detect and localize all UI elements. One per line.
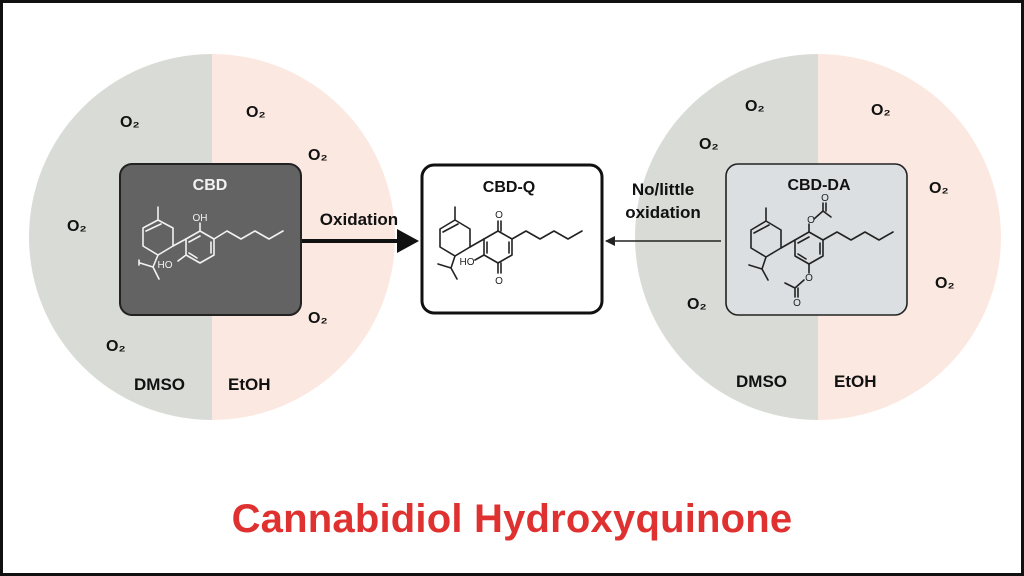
cbd-structure: OH HO xyxy=(138,206,284,280)
oxygen-label: O₂ xyxy=(929,180,949,197)
oxidation-label-2: oxidation xyxy=(625,203,701,222)
oxygen-label: O₂ xyxy=(308,147,328,164)
cbd-q-title: CBD-Q xyxy=(483,179,535,196)
solvent-label-etoh: EtOH xyxy=(228,375,271,394)
oxygen-label: O₂ xyxy=(106,338,126,355)
cbd-da-o-top-carbonyl-label: O xyxy=(821,193,829,204)
solvent-label-etoh: EtOH xyxy=(834,372,877,391)
cbd-q-ho-label: HO xyxy=(460,257,475,268)
cbd-ho-label: HO xyxy=(158,260,173,271)
solvent-label-dmso: DMSO xyxy=(134,375,185,394)
cbd-da-structure: O O O O xyxy=(748,193,894,309)
oxygen-label: O₂ xyxy=(687,296,707,313)
cbd-title: CBD xyxy=(193,177,228,194)
solvent-label-dmso: DMSO xyxy=(736,372,787,391)
cbd-da-box: CBD-DA O O O O xyxy=(725,163,908,316)
cbd-q-o-bottom-label: O xyxy=(495,276,503,287)
cbd-box: CBD OH HO xyxy=(119,163,302,316)
oxygen-label: O₂ xyxy=(67,218,87,235)
oxygen-label: O₂ xyxy=(935,275,955,292)
cbd-q-box: CBD-Q O O HO xyxy=(420,163,604,315)
cbd-box-background xyxy=(119,163,302,316)
oxygen-label: O₂ xyxy=(308,310,328,327)
oxygen-label: O₂ xyxy=(120,114,140,131)
no-little-label: No/little xyxy=(632,180,694,199)
right-oxygen-labels: O₂ O₂ O₂ O₂ O₂ O₂ xyxy=(687,98,955,313)
cbd-da-title: CBD-DA xyxy=(787,177,851,194)
oxygen-label: O₂ xyxy=(246,104,266,121)
no-oxidation-arrow: No/little oxidation xyxy=(605,180,721,246)
cbd-oh-label: OH xyxy=(193,213,208,224)
cbd-da-o-bottom-label: O xyxy=(805,273,813,284)
oxygen-label: O₂ xyxy=(745,98,765,115)
oxidation-label: Oxidation xyxy=(320,210,398,229)
cbd-q-structure: O O HO xyxy=(437,206,583,287)
cbd-q-o-top-label: O xyxy=(495,210,503,221)
oxygen-label: O₂ xyxy=(699,136,719,153)
oxidation-arrow: Oxidation xyxy=(302,210,419,253)
cbd-da-o-top-label: O xyxy=(807,215,815,226)
oxygen-label: O₂ xyxy=(871,102,891,119)
reaction-diagram: O₂ O₂ O₂ O₂ O₂ O₂ DMSO EtOH CBD xyxy=(29,54,1001,420)
cbd-da-o-bottom-carbonyl-label: O xyxy=(793,298,801,309)
left-oxygen-labels: O₂ O₂ O₂ O₂ O₂ O₂ xyxy=(67,104,328,355)
caption-title: Cannabidiol Hydroxyquinone xyxy=(231,497,793,541)
cbd-da-box-background xyxy=(725,163,908,316)
